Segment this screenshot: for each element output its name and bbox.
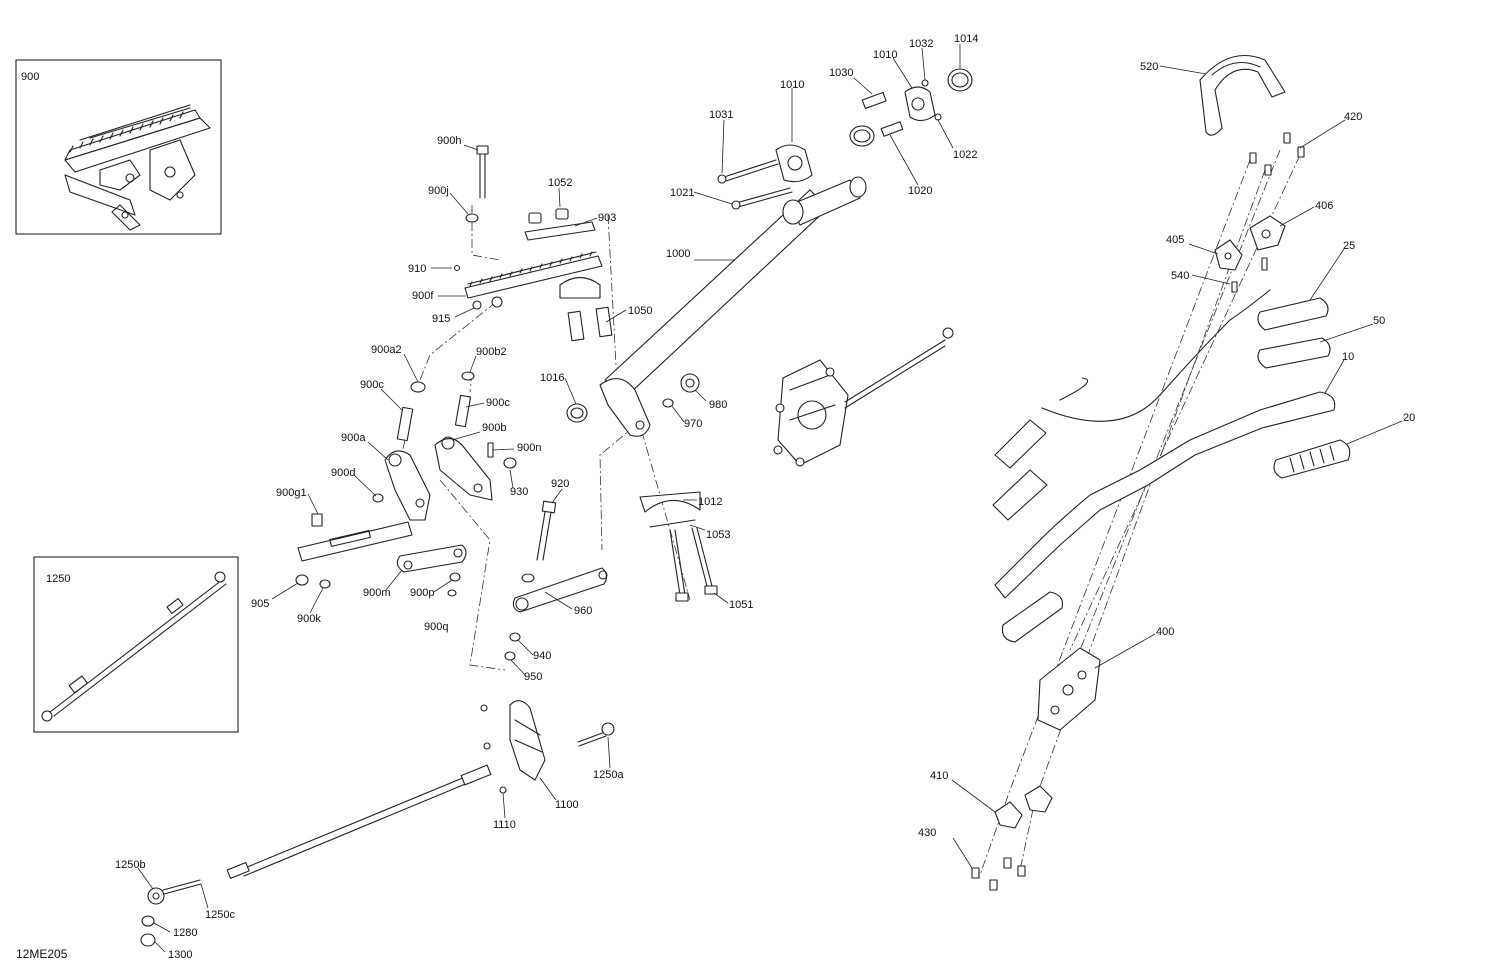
label-1050: 1050 xyxy=(628,305,652,317)
label-900c-left: 900c xyxy=(360,379,384,391)
steering-column-1000 xyxy=(566,176,867,602)
label-1250c: 1250c xyxy=(205,909,235,921)
label-50: 50 xyxy=(1373,315,1385,327)
label-1051: 1051 xyxy=(729,599,753,611)
upper-pivot-parts xyxy=(717,68,973,210)
label-930: 930 xyxy=(510,486,528,498)
label-1250a: 1250a xyxy=(593,769,624,781)
label-1014: 1014 xyxy=(954,33,978,45)
label-920: 920 xyxy=(551,478,569,490)
label-1021: 1021 xyxy=(670,187,694,199)
leader-lines xyxy=(137,44,1403,953)
label-900c-right: 900c xyxy=(486,397,510,409)
label-960: 960 xyxy=(574,605,592,617)
steering-arm-housing xyxy=(773,327,954,467)
label-406: 406 xyxy=(1315,200,1333,212)
label-900q: 900q xyxy=(424,621,448,633)
label-1300: 1300 xyxy=(168,949,192,961)
label-900a: 900a xyxy=(341,432,366,444)
label-940: 940 xyxy=(533,650,551,662)
inset-box-900: 900 xyxy=(15,59,222,235)
label-1022: 1022 xyxy=(953,149,977,161)
label-400: 400 xyxy=(1156,626,1174,638)
label-1110: 1110 xyxy=(493,819,516,831)
label-430: 430 xyxy=(918,827,936,839)
label-1280: 1280 xyxy=(173,927,197,939)
label-405: 405 xyxy=(1166,234,1184,246)
inset-box-1250: 1250 xyxy=(33,556,239,733)
label-1020: 1020 xyxy=(908,185,932,197)
label-900f: 900f xyxy=(412,290,434,302)
label-915: 915 xyxy=(432,313,450,325)
inset-box-900-label: 900 xyxy=(21,71,39,83)
label-900d: 900d xyxy=(331,467,355,479)
label-410: 410 xyxy=(930,770,948,782)
inset-box-1250-label: 1250 xyxy=(46,573,70,585)
label-1053: 1053 xyxy=(706,529,730,541)
label-1032: 1032 xyxy=(909,38,933,50)
label-1000: 1000 xyxy=(666,248,690,260)
label-900m: 900m xyxy=(363,587,391,599)
bracket-900-parts xyxy=(295,145,613,661)
label-420: 420 xyxy=(1344,111,1362,123)
label-1031: 1031 xyxy=(709,109,733,121)
label-1250b: 1250b xyxy=(115,859,146,871)
bracket-assembly-illustration xyxy=(64,104,211,231)
label-900n: 900n xyxy=(517,442,541,454)
label-900b2: 900b2 xyxy=(476,346,507,358)
label-10: 10 xyxy=(1342,351,1354,363)
label-1010-left: 1010 xyxy=(780,79,804,91)
label-970: 970 xyxy=(684,418,702,430)
label-900b: 900b xyxy=(482,422,506,434)
label-900h: 900h xyxy=(437,135,461,147)
label-900a2: 900a2 xyxy=(371,344,402,356)
label-20: 20 xyxy=(1403,412,1415,424)
label-520: 520 xyxy=(1140,61,1158,73)
label-910: 910 xyxy=(408,263,426,275)
label-905: 905 xyxy=(251,598,269,610)
handlebar-assembly xyxy=(971,55,1351,891)
label-1010-right: 1010 xyxy=(873,49,897,61)
label-900p: 900p xyxy=(410,587,434,599)
label-1052: 1052 xyxy=(548,177,572,189)
label-900j: 900j xyxy=(428,185,449,197)
part-number-labels: 900h 900j 910 900f 915 1052 903 1050 100… xyxy=(115,33,1415,961)
label-540: 540 xyxy=(1171,270,1189,282)
label-1030: 1030 xyxy=(829,67,853,79)
label-1100: 1100 xyxy=(555,799,579,811)
diagram-code: 12ME205 xyxy=(16,947,68,961)
lower-tie-rod-assembly xyxy=(140,700,615,947)
label-980: 980 xyxy=(709,399,727,411)
label-25: 25 xyxy=(1343,240,1355,252)
label-900g1: 900g1 xyxy=(276,487,307,499)
tie-rod-illustration xyxy=(41,571,227,722)
label-950: 950 xyxy=(524,671,542,683)
label-903: 903 xyxy=(598,212,616,224)
label-900k: 900k xyxy=(297,613,321,625)
label-1016: 1016 xyxy=(540,372,564,384)
label-1012: 1012 xyxy=(698,496,722,508)
